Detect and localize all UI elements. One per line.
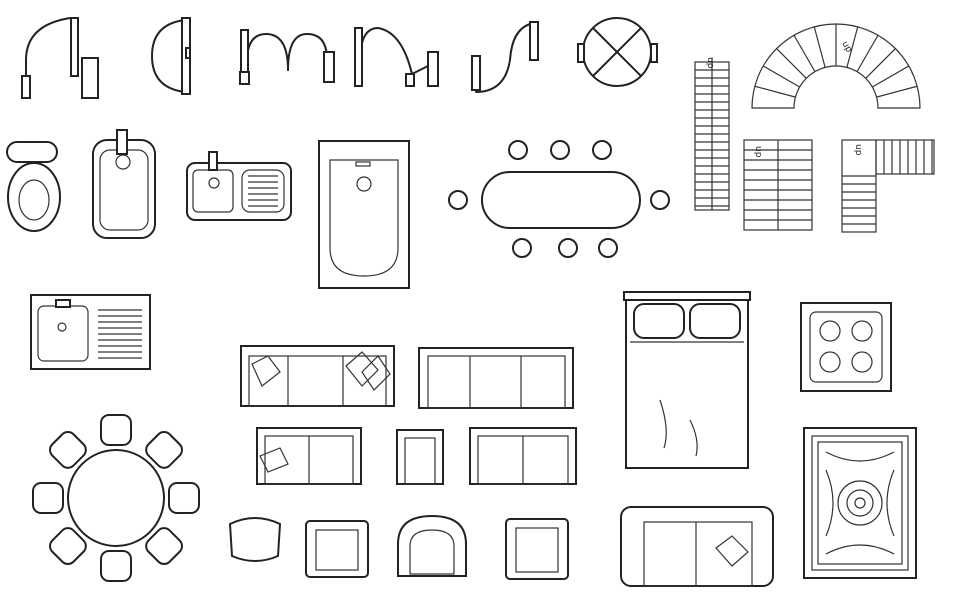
counter-sink-icon bbox=[30, 294, 151, 370]
chair bbox=[168, 482, 200, 514]
bed-double-icon bbox=[623, 291, 751, 469]
chair bbox=[592, 140, 612, 160]
door-double-swing-icon bbox=[239, 29, 335, 85]
armchair-icon bbox=[228, 517, 282, 562]
stair-tread bbox=[876, 85, 918, 98]
sofa-three-seat-icon bbox=[620, 506, 774, 587]
chair bbox=[512, 238, 532, 258]
sofa-three-seat-icon bbox=[240, 345, 395, 407]
stair-tread bbox=[813, 26, 826, 68]
dining-table-icon bbox=[448, 140, 670, 258]
stair-tread bbox=[865, 48, 896, 79]
stair-up-label: up bbox=[839, 40, 854, 55]
l-stair-icon: up bbox=[743, 139, 813, 231]
chair bbox=[650, 190, 670, 210]
chair bbox=[100, 550, 132, 582]
rug-icon bbox=[803, 427, 917, 579]
chair bbox=[448, 190, 468, 210]
chair bbox=[100, 414, 132, 446]
door-pivot-icon bbox=[151, 17, 191, 95]
chair bbox=[32, 482, 64, 514]
chair bbox=[598, 238, 618, 258]
stair-tread bbox=[793, 34, 816, 72]
chair bbox=[558, 238, 578, 258]
armchair-icon bbox=[397, 514, 467, 577]
chair bbox=[49, 431, 87, 469]
chair bbox=[145, 527, 183, 565]
straight-stair-icon: up bbox=[694, 57, 730, 211]
round-dining-table-icon bbox=[32, 414, 200, 582]
l-stair-icon: up bbox=[841, 139, 935, 233]
stair-tread bbox=[856, 34, 879, 72]
stair-tread bbox=[872, 65, 910, 88]
washbasin-icon bbox=[92, 129, 156, 239]
door-single-small-icon bbox=[471, 21, 539, 93]
chair bbox=[49, 527, 87, 565]
stair-tread bbox=[776, 48, 807, 79]
cooktop-icon bbox=[800, 302, 892, 392]
armchair-icon bbox=[505, 518, 569, 580]
stair-tread bbox=[846, 26, 859, 68]
round-table-icon bbox=[577, 17, 658, 87]
sofa-three-seat-icon bbox=[418, 347, 574, 409]
armchair-icon bbox=[396, 429, 444, 485]
stair-up-label: up bbox=[753, 146, 763, 158]
toilet-icon bbox=[6, 141, 61, 232]
loveseat-icon bbox=[469, 427, 577, 485]
door-double-opposite-icon bbox=[354, 27, 439, 87]
chair bbox=[550, 140, 570, 160]
stair-up-label: up bbox=[853, 144, 863, 156]
chair bbox=[508, 140, 528, 160]
stair-tread bbox=[754, 85, 796, 98]
loveseat-icon bbox=[256, 427, 362, 485]
spiral-stair-icon: up bbox=[751, 23, 921, 109]
kitchen-sink-icon bbox=[186, 151, 292, 221]
armchair-icon bbox=[305, 520, 369, 578]
bathtub-icon bbox=[318, 140, 410, 289]
stair-up-label: up bbox=[705, 57, 715, 69]
stair-tread bbox=[762, 65, 800, 88]
chair bbox=[145, 431, 183, 469]
door-single-swing-icon bbox=[21, 17, 99, 99]
